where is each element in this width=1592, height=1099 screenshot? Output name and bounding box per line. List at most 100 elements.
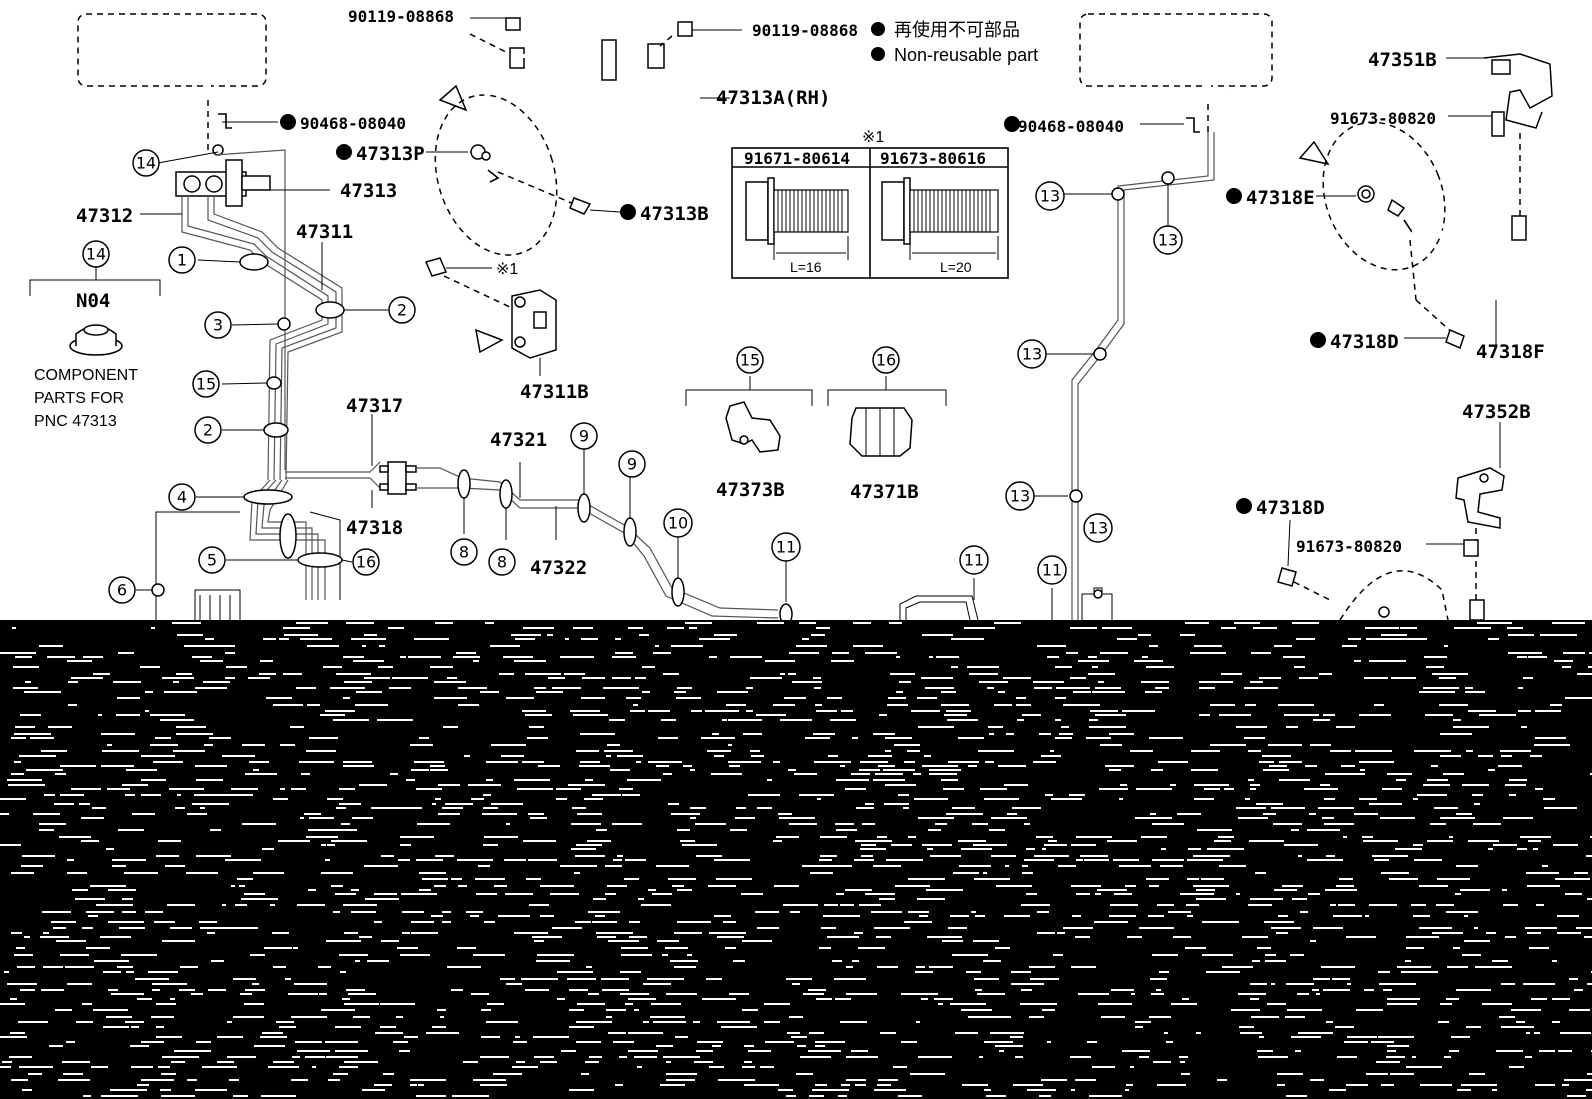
- legend-dot-jp: [871, 22, 885, 36]
- svg-text:11: 11: [1042, 561, 1062, 580]
- label-47373b: 47373B: [716, 479, 785, 501]
- label-91673-80820-bottom: 91673-80820: [1296, 537, 1402, 556]
- svg-text:16: 16: [356, 553, 376, 572]
- master-cylinder: [175, 100, 271, 207]
- right-reservoir: [1079, 13, 1273, 132]
- svg-text:8: 8: [497, 553, 507, 572]
- callout-13-d: 13: [1005, 481, 1035, 511]
- label-47313b: 47313B: [640, 203, 709, 225]
- legend-jp: 再使用不可部品: [894, 20, 1020, 40]
- svg-text:15: 15: [740, 351, 760, 370]
- svg-text:8: 8: [459, 543, 469, 562]
- callout-14-n04: 14: [82, 240, 110, 268]
- note-mark-bolt: ※1: [496, 261, 518, 278]
- label-90468-08040-right: 90468-08040: [1018, 117, 1124, 136]
- svg-text:14: 14: [86, 245, 106, 264]
- callout-10: 10: [663, 508, 693, 538]
- pipe-run-right: [1034, 132, 1215, 620]
- bracket-detail-left: [336, 17, 742, 256]
- callout-6: 6: [108, 576, 136, 604]
- callout-9-b: 9: [618, 450, 646, 478]
- label-91673-80820-top: 91673-80820: [1330, 109, 1436, 128]
- label-47312: 47312: [76, 205, 133, 227]
- label-47313p: 47313P: [356, 143, 425, 165]
- left-leaders: [136, 121, 388, 591]
- bolt-table-col1-length: L=16: [790, 259, 822, 275]
- callout-circles: 14 14 1 2 3 15 2 4 5 16 6 8 8 9 9 10 11 …: [82, 149, 1183, 604]
- callout-15-left: 15: [192, 370, 220, 398]
- svg-text:13: 13: [1010, 487, 1030, 506]
- label-n04: N04: [76, 290, 110, 312]
- label-47371b: 47371B: [850, 481, 919, 503]
- label-90119-08868-left: 90119-08868: [348, 7, 454, 26]
- callout-8-a: 8: [450, 538, 478, 566]
- label-90119-08868-right: 90119-08868: [752, 21, 858, 40]
- note-mark-table: ※1: [862, 129, 884, 146]
- clamps-left: [151, 253, 345, 597]
- corrupted-noise-region: [0, 620, 1592, 1099]
- arrow-to-bracket-47311b: [396, 328, 504, 449]
- callout-11-c: 11: [1037, 555, 1067, 585]
- label-47318f: 47318F: [1476, 341, 1545, 363]
- label-47313a: 47313A(RH): [716, 87, 830, 109]
- structure-center-lower: [899, 578, 1113, 621]
- svg-text:13: 13: [1158, 231, 1178, 250]
- label-47318d-bottom: 47318D: [1256, 497, 1325, 519]
- callout-8-b: 8: [488, 548, 516, 576]
- callout-11-b: 11: [959, 545, 989, 575]
- arrow-to-bracket-detail: [274, 40, 468, 112]
- svg-text:4: 4: [177, 488, 187, 507]
- label-47313: 47313: [340, 180, 397, 202]
- callout-13-e: 13: [1083, 513, 1113, 543]
- clip-group-15: [685, 376, 813, 453]
- callout-5: 5: [198, 546, 226, 574]
- svg-text:9: 9: [627, 455, 637, 474]
- svg-text:14: 14: [136, 154, 156, 173]
- clip-group-16: [827, 376, 947, 457]
- bolt-table-col1-part: 91671-80614: [744, 149, 850, 168]
- label-component: COMPONENT: [34, 367, 138, 384]
- callout-3: 3: [204, 311, 232, 339]
- label-pnc-47313: PNC 47313: [34, 413, 117, 430]
- svg-text:13: 13: [1088, 519, 1108, 538]
- bolt-table: [731, 147, 1009, 279]
- callout-4: 4: [168, 483, 196, 511]
- part-labels: 90119-08868 90119-08868 47313A(RH) 90468…: [34, 7, 1545, 579]
- svg-text:6: 6: [117, 581, 127, 600]
- callout-2-top: 2: [388, 296, 416, 324]
- label-47351b: 47351B: [1368, 49, 1437, 71]
- bracket-detail-right: [1226, 53, 1553, 350]
- label-47317: 47317: [346, 395, 403, 417]
- left-reservoir: [77, 13, 267, 100]
- bolt-table-col2-length: L=20: [940, 259, 972, 275]
- clamps-center: [457, 469, 793, 625]
- svg-text:1: 1: [177, 251, 187, 270]
- callout-13-c: 13: [1017, 339, 1047, 369]
- pipe-bundle-left: [155, 149, 381, 620]
- legend-markers: [871, 22, 885, 61]
- noise-streaks: [0, 622, 1592, 1097]
- arrow-to-bracket-right: [1227, 90, 1330, 166]
- label-47318d-top: 47318D: [1330, 331, 1399, 353]
- bolt-table-col2-part: 91673-80616: [880, 149, 986, 168]
- n04-component: [29, 266, 161, 356]
- callout-14-top: 14: [132, 149, 160, 177]
- callout-11-a: 11: [771, 532, 801, 562]
- svg-text:10: 10: [668, 514, 688, 533]
- svg-text:9: 9: [579, 427, 589, 446]
- callout-15-group: 15: [736, 346, 764, 374]
- svg-text:15: 15: [196, 375, 216, 394]
- bracket-47352b: [1236, 422, 1505, 621]
- callout-13-a: 13: [1035, 181, 1065, 211]
- svg-text:5: 5: [207, 551, 217, 570]
- callout-16-left: 16: [352, 548, 380, 576]
- label-47318: 47318: [346, 517, 403, 539]
- label-47311b: 47311B: [520, 381, 589, 403]
- callout-9-a: 9: [570, 422, 598, 450]
- callout-16-group: 16: [872, 346, 900, 374]
- label-90468-08040-left: 90468-08040: [300, 114, 406, 133]
- label-47318e: 47318E: [1246, 187, 1315, 209]
- label-47311: 47311: [296, 221, 353, 243]
- legend-dot-en: [871, 47, 885, 61]
